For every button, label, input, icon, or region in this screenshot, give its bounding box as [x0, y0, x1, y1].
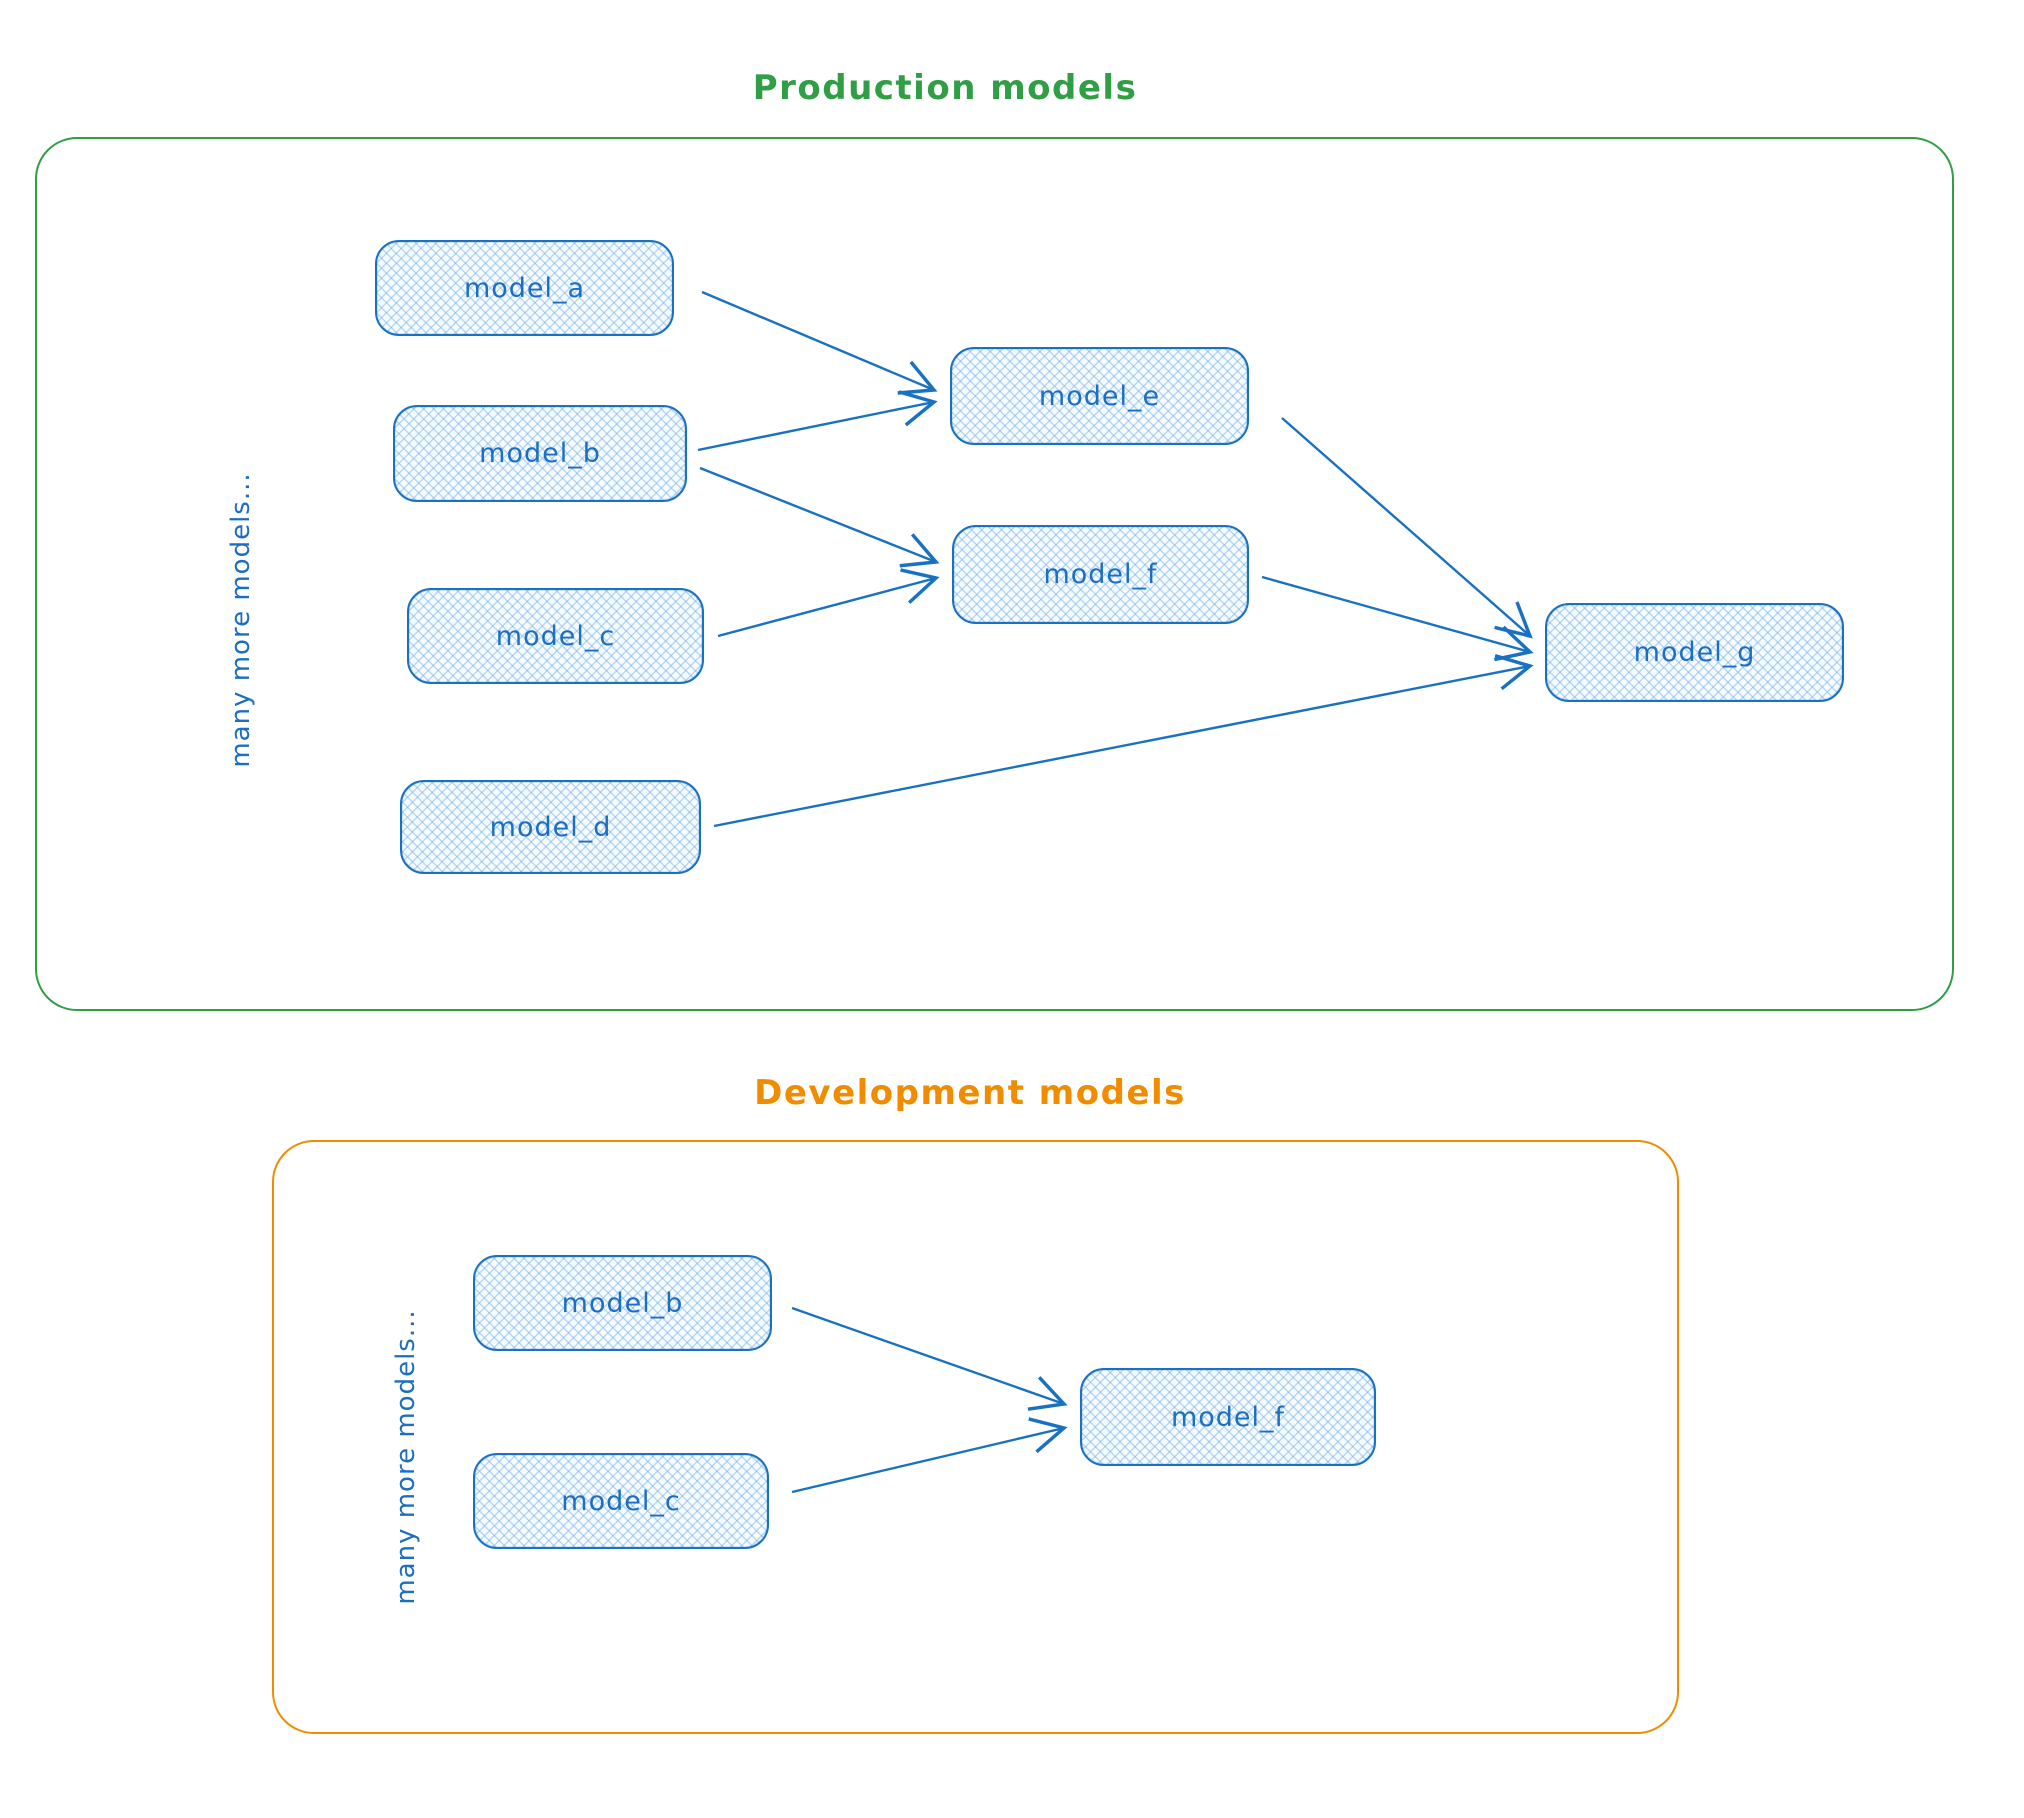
node-dev-model_f: model_f [1080, 1368, 1376, 1466]
node-model_b: model_b [393, 405, 687, 502]
node-model_g: model_g [1545, 603, 1844, 702]
node-model_c: model_c [407, 588, 704, 684]
node-model_a-label: model_a [463, 272, 586, 304]
node-model_g-label: model_g [1633, 637, 1756, 668]
development-container [272, 1140, 1679, 1734]
node-dev-model_c-label: model_c [561, 1485, 681, 1517]
node-model_e: model_e [950, 347, 1249, 445]
node-dev-model_c: model_c [473, 1453, 769, 1549]
node-model_f-label: model_f [1043, 559, 1158, 590]
node-dev-model_b: model_b [473, 1255, 772, 1351]
node-dev-model_f-label: model_f [1170, 1401, 1286, 1433]
node-model_d: model_d [400, 780, 701, 874]
node-dev-model_b-label: model_b [561, 1287, 684, 1319]
production-container [35, 137, 1954, 1011]
node-model_d-label: model_d [489, 811, 612, 843]
development-section-title: Development models [754, 1073, 1186, 1113]
node-model_e-label: model_e [1038, 380, 1161, 412]
production-section-title: Production models [752, 68, 1138, 108]
production-side-label: many more models... [226, 472, 256, 768]
node-model_b-label: model_b [479, 438, 601, 469]
development-side-label: many more models... [391, 1309, 421, 1605]
node-model_a: model_a [375, 240, 674, 336]
node-model_c-label: model_c [495, 620, 616, 652]
node-model_f: model_f [952, 525, 1249, 624]
